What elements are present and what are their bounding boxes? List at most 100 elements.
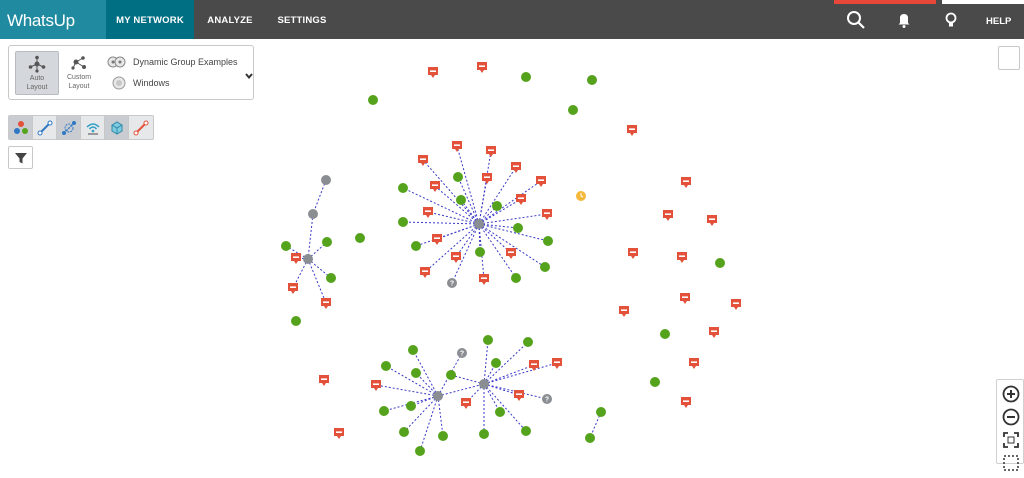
device-up-node[interactable] bbox=[399, 427, 409, 437]
device-down-node[interactable] bbox=[709, 327, 719, 338]
device-up-node[interactable] bbox=[491, 358, 501, 368]
device-down-node[interactable] bbox=[334, 428, 344, 439]
device-unknown-node[interactable]: ? bbox=[542, 394, 552, 404]
network-map-canvas[interactable]: ??? bbox=[0, 39, 1024, 464]
device-up-node[interactable] bbox=[398, 217, 408, 227]
device-down-node[interactable] bbox=[486, 146, 496, 157]
hub-device-node[interactable] bbox=[433, 391, 443, 401]
custom-layout-button[interactable]: Custom Layout bbox=[57, 51, 101, 95]
lightbulb-tips-icon[interactable] bbox=[940, 9, 962, 31]
device-down-node[interactable] bbox=[479, 274, 489, 285]
device-down-node[interactable] bbox=[288, 283, 298, 294]
map-options-button[interactable] bbox=[998, 46, 1020, 70]
device-down-node[interactable] bbox=[482, 173, 492, 184]
device-up-node[interactable] bbox=[381, 361, 391, 371]
device-up-node[interactable] bbox=[475, 247, 485, 257]
filter-button[interactable] bbox=[8, 146, 33, 169]
tab-analyze[interactable]: ANALYZE bbox=[207, 15, 253, 26]
device-unknown-node[interactable]: ? bbox=[457, 348, 467, 358]
device-up-node[interactable] bbox=[281, 241, 291, 251]
device-down-node[interactable] bbox=[423, 207, 433, 218]
device-up-node[interactable] bbox=[368, 95, 378, 105]
device-up-node[interactable] bbox=[540, 262, 550, 272]
device-up-node[interactable] bbox=[411, 368, 421, 378]
auto-layout-button[interactable]: Auto Layout bbox=[15, 51, 59, 95]
device-up-node[interactable] bbox=[715, 258, 725, 268]
virtual-icon[interactable] bbox=[105, 116, 129, 139]
device-up-node[interactable] bbox=[408, 345, 418, 355]
device-up-node[interactable] bbox=[492, 201, 502, 211]
hub-device-node[interactable] bbox=[308, 209, 318, 219]
hub-device-node[interactable] bbox=[474, 219, 484, 229]
device-up-node[interactable] bbox=[523, 337, 533, 347]
device-down-node[interactable] bbox=[430, 181, 440, 192]
device-down-node[interactable] bbox=[371, 380, 381, 391]
device-up-node[interactable] bbox=[379, 406, 389, 416]
device-up-node[interactable] bbox=[585, 433, 595, 443]
device-down-node[interactable] bbox=[452, 141, 462, 152]
device-up-node[interactable] bbox=[411, 241, 421, 251]
device-down-node[interactable] bbox=[432, 234, 442, 245]
device-up-node[interactable] bbox=[650, 377, 660, 387]
device-up-node[interactable] bbox=[453, 172, 463, 182]
device-down-node[interactable] bbox=[506, 248, 516, 259]
device-up-node[interactable] bbox=[587, 75, 597, 85]
device-warning-node[interactable] bbox=[576, 191, 586, 201]
device-up-node[interactable] bbox=[479, 429, 489, 439]
device-down-node[interactable] bbox=[677, 252, 687, 263]
connections-icon[interactable] bbox=[57, 116, 81, 139]
device-down-node[interactable] bbox=[681, 397, 691, 408]
device-up-node[interactable] bbox=[596, 407, 606, 417]
device-down-node[interactable] bbox=[418, 155, 428, 166]
edit-links-icon[interactable] bbox=[129, 116, 153, 139]
hub-device-node[interactable] bbox=[303, 254, 313, 264]
device-up-node[interactable] bbox=[456, 195, 466, 205]
device-up-node[interactable] bbox=[446, 370, 456, 380]
device-down-node[interactable] bbox=[707, 215, 717, 226]
notifications-bell-icon[interactable] bbox=[893, 9, 915, 31]
device-up-node[interactable] bbox=[438, 431, 448, 441]
device-up-node[interactable] bbox=[521, 426, 531, 436]
device-up-node[interactable] bbox=[322, 237, 332, 247]
device-up-node[interactable] bbox=[521, 72, 531, 82]
device-down-node[interactable] bbox=[663, 210, 673, 221]
device-down-node[interactable] bbox=[291, 253, 301, 264]
device-down-node[interactable] bbox=[536, 176, 546, 187]
device-down-node[interactable] bbox=[477, 62, 487, 73]
zoom-in-icon[interactable] bbox=[1001, 384, 1021, 404]
hub-device-node[interactable] bbox=[479, 379, 489, 389]
device-up-node[interactable] bbox=[543, 236, 553, 246]
device-down-node[interactable] bbox=[689, 358, 699, 369]
device-down-node[interactable] bbox=[516, 194, 526, 205]
search-icon[interactable] bbox=[845, 9, 867, 31]
brand-logo[interactable]: WhatsUp Gold bbox=[0, 0, 106, 71]
device-up-node[interactable] bbox=[513, 223, 523, 233]
chevron-down-icon[interactable] bbox=[244, 68, 254, 86]
device-down-node[interactable] bbox=[552, 358, 562, 369]
hub-device-node[interactable] bbox=[321, 175, 331, 185]
device-down-node[interactable] bbox=[321, 298, 331, 309]
device-down-node[interactable] bbox=[542, 209, 552, 220]
device-down-node[interactable] bbox=[511, 162, 521, 173]
device-up-node[interactable] bbox=[511, 273, 521, 283]
tab-settings[interactable]: SETTINGS bbox=[277, 15, 327, 26]
device-unknown-node[interactable]: ? bbox=[447, 278, 457, 288]
device-down-node[interactable] bbox=[529, 360, 539, 371]
device-types-icon[interactable] bbox=[9, 116, 33, 139]
device-down-node[interactable] bbox=[420, 267, 430, 278]
device-up-node[interactable] bbox=[355, 233, 365, 243]
device-down-node[interactable] bbox=[514, 390, 524, 401]
zoom-out-icon[interactable] bbox=[1001, 407, 1021, 427]
device-down-node[interactable] bbox=[681, 177, 691, 188]
device-down-node[interactable] bbox=[428, 67, 438, 78]
device-down-node[interactable] bbox=[731, 299, 741, 310]
select-area-icon[interactable] bbox=[1001, 453, 1021, 473]
device-up-node[interactable] bbox=[415, 446, 425, 456]
device-up-node[interactable] bbox=[483, 335, 493, 345]
device-up-node[interactable] bbox=[495, 407, 505, 417]
device-up-node[interactable] bbox=[568, 105, 578, 115]
device-up-node[interactable] bbox=[291, 316, 301, 326]
device-down-node[interactable] bbox=[461, 398, 471, 409]
fit-to-screen-icon[interactable] bbox=[1001, 430, 1021, 450]
links-icon[interactable] bbox=[33, 116, 57, 139]
